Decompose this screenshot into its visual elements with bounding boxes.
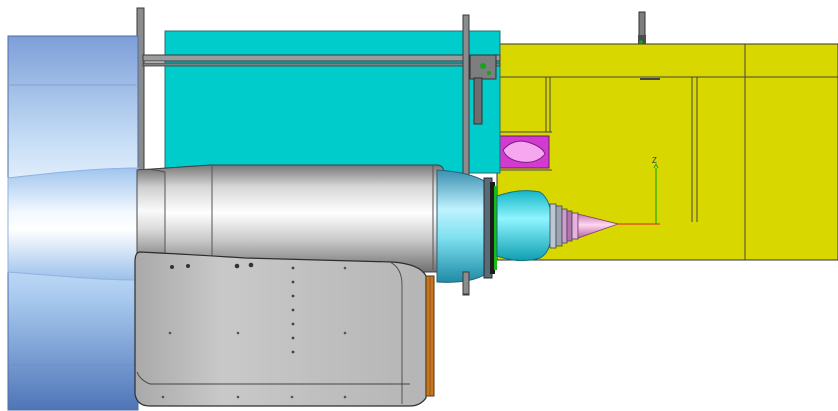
- lower-nacelle: [134, 251, 435, 407]
- inlet-duct: [7, 35, 139, 411]
- axis-triad: Z: [618, 156, 660, 225]
- exhaust-nozzle: [549, 203, 620, 249]
- cyan-panel: [164, 30, 501, 174]
- frame-foot: [462, 271, 470, 295]
- nacelle-fasteners: [161, 262, 347, 399]
- engine-core: [136, 164, 445, 273]
- axis-z-label: Z: [652, 156, 657, 165]
- turbine-section: [436, 169, 497, 283]
- magenta-component: [498, 135, 550, 169]
- exhaust-duct: [496, 190, 553, 262]
- support-frame: [136, 7, 646, 296]
